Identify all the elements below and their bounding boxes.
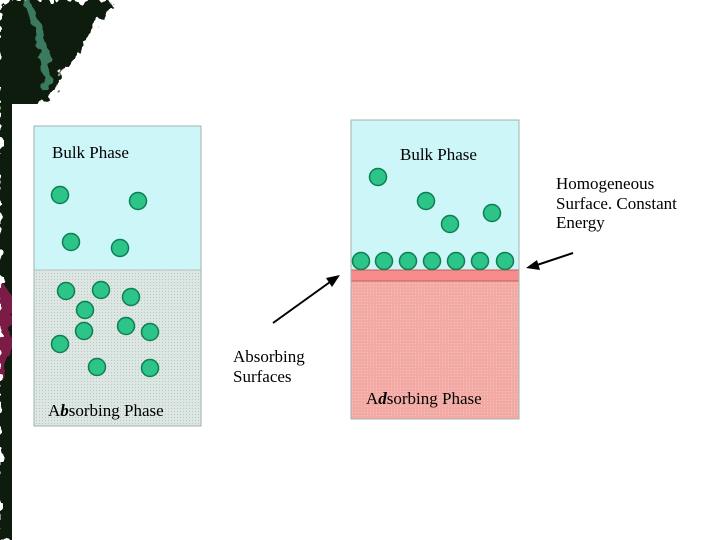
particle: [440, 214, 460, 234]
particle: [87, 357, 107, 377]
particle: [74, 321, 94, 341]
particle: [116, 316, 136, 336]
particle: [140, 322, 160, 342]
right-adsorbing-phase-label: Adsorbing Phase: [366, 389, 482, 408]
left-bulk-phase-label: Bulk Phase: [52, 143, 129, 162]
particle: [482, 203, 502, 223]
left-panel: [33, 125, 202, 427]
particle: [368, 167, 388, 187]
homogeneous-surface-annotation: Homogeneous Surface. Constant Energy: [556, 174, 677, 233]
adsorbed-particle: [374, 251, 394, 271]
particle: [416, 191, 436, 211]
left-absorbing-phase-label: Absorbing Phase: [48, 401, 164, 420]
particle: [110, 238, 130, 258]
particle: [121, 287, 141, 307]
particle: [75, 300, 95, 320]
right-interface-layer: [351, 270, 519, 281]
particle: [50, 185, 70, 205]
particle: [56, 281, 76, 301]
particle: [91, 280, 111, 300]
particle: [50, 334, 70, 354]
adsorbed-particle: [351, 251, 371, 271]
particle: [61, 232, 81, 252]
right-bulk-region: [351, 120, 519, 270]
left-panel-border: [33, 125, 202, 427]
right-panel: [350, 119, 520, 420]
particle: [128, 191, 148, 211]
right-bulk-phase-label: Bulk Phase: [400, 145, 477, 164]
adsorbed-particle: [422, 251, 442, 271]
arrow-to-interface: [526, 252, 574, 270]
adsorbed-particle: [446, 251, 466, 271]
particle: [140, 358, 160, 378]
absorbing-surfaces-annotation: Absorbing Surfaces: [233, 347, 305, 386]
right-panel-border: [350, 119, 520, 420]
adsorbed-particle: [470, 251, 490, 271]
arrow-to-adsorbing-surface: [272, 275, 340, 324]
adsorbed-particle: [495, 251, 515, 271]
adsorbed-particle: [398, 251, 418, 271]
right-adsorbing-region: [351, 281, 519, 419]
